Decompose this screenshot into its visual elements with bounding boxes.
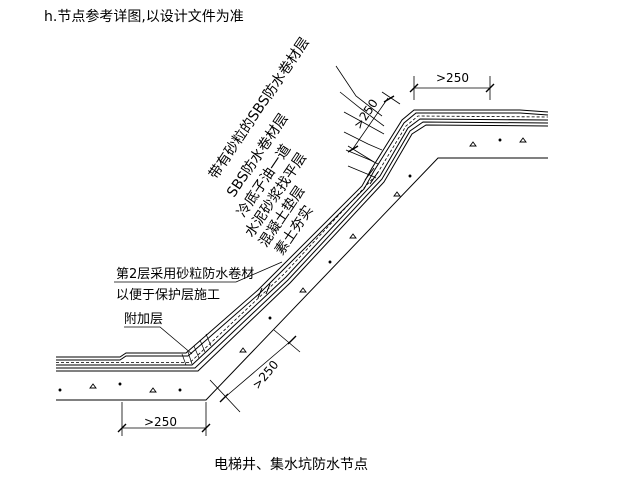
extra-layer-label: 附加层 [124,312,163,327]
dim-top-text: >250 [436,71,469,85]
concrete-cushion [56,137,548,401]
drawing-caption: 电梯井、集水坑防水节点 [214,457,368,473]
membrane-layers [56,109,549,372]
page-header: h.节点参考详图,以设计文件为准 [44,9,244,25]
note-line-1: 第2层采用砂粒防水卷材 [116,266,254,282]
dimension-lines [117,76,495,436]
note-line-2: 以便于保护层施工 [116,288,220,303]
layer-labels: 带有砂粒的SBS防水卷材层 SBS防水卷材层 冷底子油一道 水泥砂浆找平层 混凝… [206,35,317,259]
dim-bottom-text: >250 [144,415,177,429]
leader-lines [114,65,385,355]
dim-slope-bottom-text: >250 [250,358,282,392]
note-annotations: 第2层采用砂粒防水卷材 以便于保护层施工 附加层 [116,266,254,327]
